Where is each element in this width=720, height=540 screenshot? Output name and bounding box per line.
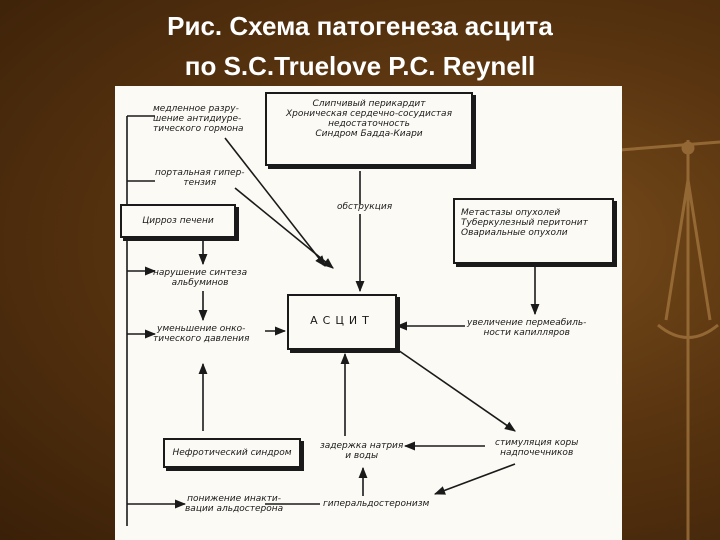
obstruction-label: обструкция <box>337 202 393 212</box>
tumors-box: Метастазы опухолей Туберкулезный перитон… <box>453 198 614 264</box>
sodium-retention-label: задержка натрия и воды <box>320 441 404 461</box>
cirrhosis-box: Цирроз печени <box>120 204 236 238</box>
nephrotic-box: Нефротический синдром <box>163 438 301 468</box>
ascites-box: АСЦИТ <box>287 294 397 350</box>
adrenal-stimulation-label: стимуляция коры надпочечников <box>495 438 579 458</box>
diagram-arrows <box>126 115 540 526</box>
pericarditis-box: Слипчивый перикардит Хроническая сердечн… <box>265 92 473 166</box>
aldosterone-inactivation-label: понижение инакти- вации альдостерона <box>185 494 284 514</box>
hyperaldosteronism-label: гиперальдостеронизм <box>323 499 430 509</box>
portal-hypertension-label: портальная гипер- тензия <box>155 168 245 188</box>
slide-title: Рис. Схема патогенеза асцита по S.C.True… <box>0 6 720 86</box>
albumin-synthesis-label: нарушение синтеза альбуминов <box>153 268 248 288</box>
title-line-1: Рис. Схема патогенеза асцита <box>167 11 553 41</box>
scales-decoration <box>619 140 720 540</box>
permeability-label: увеличение пермеабиль- ности капилляров <box>467 318 587 338</box>
slow-destruction-label: медленное разру- шение антидиуре- тическ… <box>153 104 244 134</box>
oncotic-pressure-label: уменьшение онко- тического давления <box>153 324 250 344</box>
title-line-2: по S.C.Truelove P.C. Reynell <box>184 51 536 81</box>
pathogenesis-diagram: медленное разру- шение антидиуре- тическ… <box>115 86 622 540</box>
